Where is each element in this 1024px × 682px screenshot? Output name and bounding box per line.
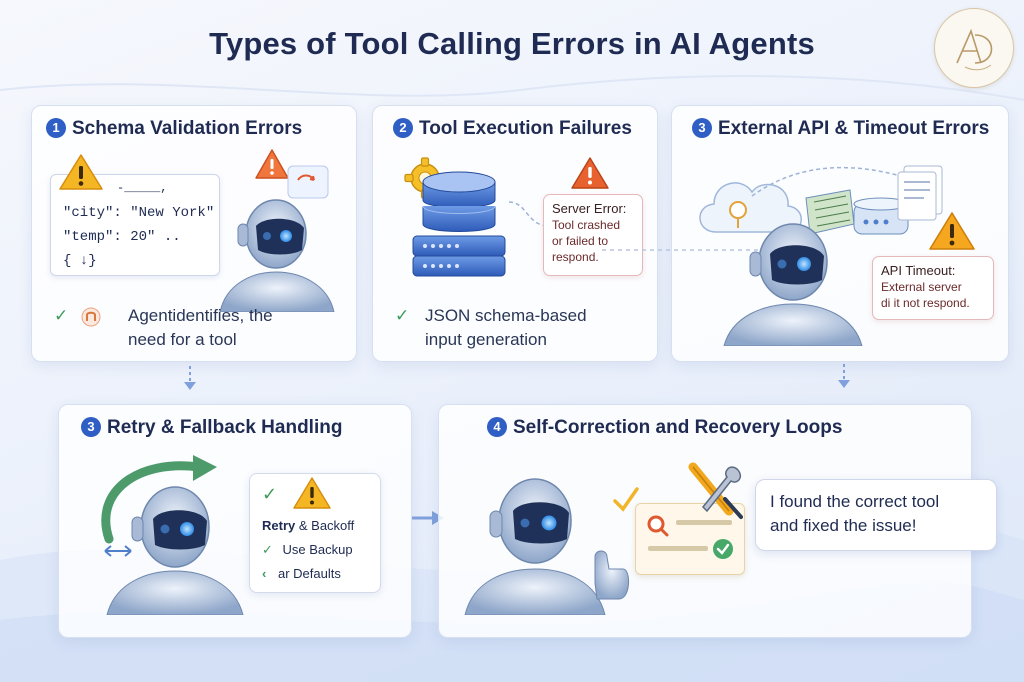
json-code-box: -_____, "city": "New York" "temp": 20" .… bbox=[50, 174, 220, 276]
server-error-line1: Tool crashed bbox=[552, 218, 621, 232]
warning-icon bbox=[929, 212, 975, 250]
card-external-api: 3 External API & Timeout Errors bbox=[671, 105, 1009, 362]
execution-footer-line2: input generation bbox=[425, 330, 547, 349]
card-title-text: External API & Timeout Errors bbox=[718, 118, 990, 139]
api-timeout-bubble: API Timeout: External server di it not r… bbox=[872, 256, 994, 320]
arrow-down-icon bbox=[184, 366, 196, 390]
card-title-execution: 2 Tool Execution Failures bbox=[393, 118, 632, 140]
card-schema-validation: 1 Schema Validation Errors -_____, "city"… bbox=[31, 105, 357, 362]
card-title-retry: 3 Retry & Fallback Handling bbox=[81, 417, 342, 439]
card-title-selfcorrect: 4 Self-Correction and Recovery Loops bbox=[487, 417, 842, 439]
api-timeout-line2: di it not respond. bbox=[881, 296, 970, 310]
doc-line bbox=[676, 520, 732, 525]
card-self-correction: 4 Self-Correction and Recovery Loops bbox=[438, 404, 997, 638]
card-tool-execution: 2 Tool Execution Failures bbox=[372, 105, 658, 362]
code-line-2: "city": "New York" bbox=[63, 205, 215, 221]
document-icon bbox=[287, 165, 329, 199]
robot-icon bbox=[723, 223, 863, 346]
arrow-left-right-icon bbox=[104, 545, 132, 557]
card-retry-fallback: 3 Retry & Fallback Handling ✓ Retry & Bac… bbox=[58, 404, 412, 638]
server-error-bubble: Server Error: Tool crashed or failed to … bbox=[543, 194, 643, 276]
code-line-1: -_____, bbox=[117, 181, 168, 195]
warning-icon bbox=[571, 157, 609, 189]
refresh-arrow-icon bbox=[101, 455, 217, 544]
card-title-text: Self-Correction and Recovery Loops bbox=[513, 417, 843, 438]
check-icon: ✓ bbox=[395, 306, 410, 325]
step-number-badge: 4 bbox=[487, 417, 507, 437]
use-backup-item: ✓ Use Backup bbox=[262, 542, 353, 558]
tool-icon bbox=[81, 307, 101, 327]
chevron-left-icon: ‹ bbox=[262, 566, 267, 581]
code-line-4: { ↓} bbox=[63, 253, 97, 269]
schema-footer-line1: Agentidentifies, the bbox=[128, 306, 273, 325]
retry-label-rest: & Backoff bbox=[295, 518, 355, 533]
arrow-down-icon bbox=[838, 364, 850, 388]
card-title-api: 3 External API & Timeout Errors bbox=[692, 118, 989, 140]
check-icon: ✓ bbox=[54, 306, 69, 325]
speech-line2: and fixed the issue! bbox=[770, 516, 917, 535]
code-line-3: "temp": 20" .. bbox=[63, 229, 181, 245]
server-error-title: Server Error: bbox=[552, 201, 627, 216]
schema-footer-line2: need for a tool bbox=[128, 330, 237, 349]
robot-icon bbox=[106, 486, 244, 615]
connector-line bbox=[602, 249, 758, 251]
step-number-badge: 2 bbox=[393, 118, 413, 138]
magnifier-icon bbox=[647, 515, 669, 537]
execution-footer-line1: JSON schema-based bbox=[425, 306, 587, 325]
brand-logo bbox=[934, 8, 1014, 88]
card-title-text: Schema Validation Errors bbox=[72, 118, 303, 139]
check-icon bbox=[613, 487, 639, 512]
monogram-icon bbox=[956, 28, 993, 71]
warning-icon bbox=[255, 149, 289, 179]
check-icon: ✓ bbox=[262, 542, 273, 557]
retry-options-box: ✓ Retry & Backoff ✓ Use Backup ‹ ar Defa… bbox=[249, 473, 381, 593]
cloud-icon bbox=[699, 182, 802, 233]
defaults-label: ar Defaults bbox=[277, 566, 341, 581]
api-timeout-title: API Timeout: bbox=[881, 263, 956, 278]
card-title-text: Tool Execution Failures bbox=[419, 118, 632, 139]
page-title: Types of Tool Calling Errors in AI Agent… bbox=[209, 26, 815, 61]
doc-line bbox=[648, 546, 708, 551]
step-number-badge: 3 bbox=[692, 118, 712, 138]
check-circle-icon bbox=[713, 539, 733, 559]
warning-icon bbox=[293, 477, 331, 509]
robot-icon bbox=[464, 478, 629, 615]
tools-icon bbox=[688, 462, 743, 519]
speech-line1: I found the correct tool bbox=[770, 492, 940, 511]
robot-icon bbox=[219, 199, 335, 312]
success-speech-bubble: I found the correct tool and fixed the i… bbox=[755, 479, 997, 551]
api-timeout-line1: External server bbox=[881, 280, 962, 294]
use-backup-label: Use Backup bbox=[282, 542, 353, 557]
document-icon bbox=[897, 165, 943, 221]
check-icon: ✓ bbox=[262, 484, 278, 504]
card-title-schema: 1 Schema Validation Errors bbox=[46, 118, 302, 140]
server-error-line3: respond. bbox=[552, 250, 599, 264]
retry-label-bold: Retry bbox=[262, 518, 296, 533]
warning-icon bbox=[59, 154, 103, 190]
defaults-item: ‹ ar Defaults bbox=[262, 566, 341, 581]
step-number-badge: 1 bbox=[46, 118, 66, 138]
card-title-text: Retry & Fallback Handling bbox=[107, 417, 343, 438]
result-document bbox=[635, 503, 745, 575]
step-number-badge: 3 bbox=[81, 417, 101, 437]
server-error-line2: or failed to bbox=[552, 234, 609, 248]
retry-backoff-label: Retry & Backoff bbox=[262, 518, 354, 533]
server-icon bbox=[805, 189, 909, 235]
database-server-icon bbox=[412, 171, 506, 277]
